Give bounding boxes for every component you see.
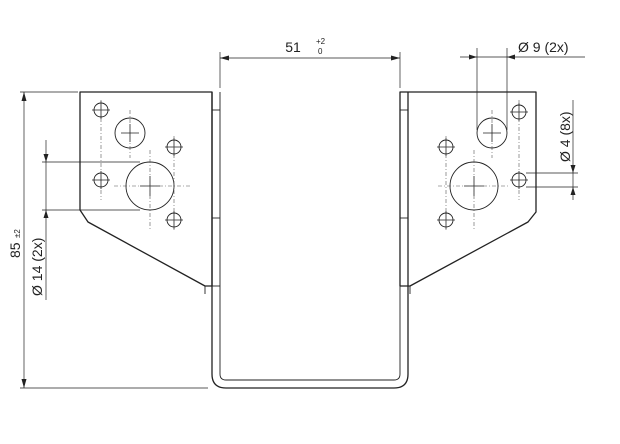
dimension-hole-large: Ø 14 (2x) (29, 140, 140, 300)
dimension-hole-medium: Ø 9 (2x) (460, 39, 585, 130)
dimension-width: 51 +2 0 (219, 37, 401, 88)
dimension-hole-tiny: Ø 4 (8x) (526, 100, 578, 200)
bracket-outline (79, 91, 537, 389)
right-flange (399, 91, 537, 287)
dimension-hole-large-label: Ø 14 (2x) (29, 238, 45, 296)
center-lines (100, 100, 520, 232)
dimension-height: 85 ±2 (7, 91, 208, 389)
dimension-width-tol-upper: +2 (316, 37, 326, 46)
right-flange-holes (437, 103, 528, 229)
dimension-hole-tiny-label: Ø 4 (8x) (557, 111, 573, 162)
left-flange (79, 91, 213, 287)
dimension-width-tol-lower: 0 (318, 47, 323, 56)
dimension-height-tol: ±2 (13, 229, 22, 238)
channel-outer (211, 92, 409, 389)
dimension-hole-medium-label: Ø 9 (2x) (518, 39, 569, 55)
dimension-height-value: 85 (7, 242, 23, 258)
channel-inner (219, 92, 401, 381)
dimension-width-value: 51 (285, 39, 301, 55)
